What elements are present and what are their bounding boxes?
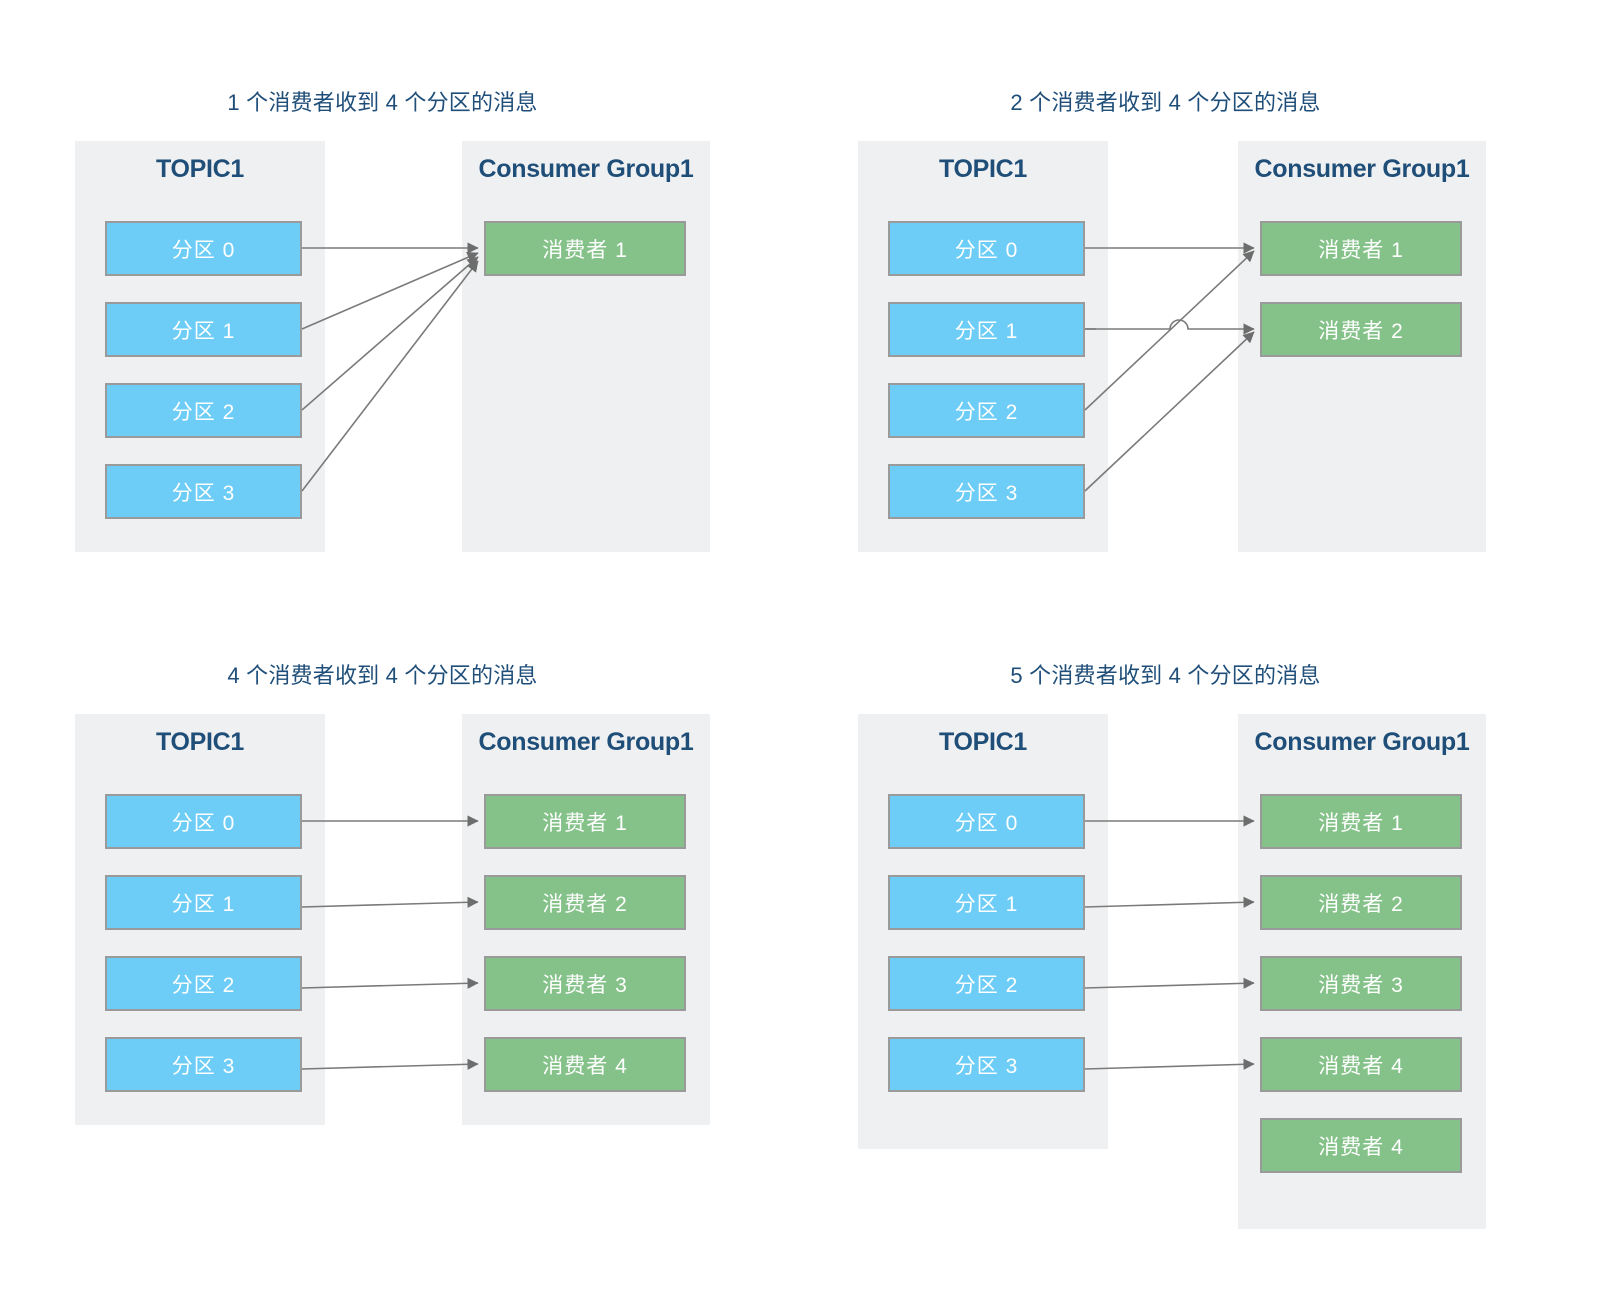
partition-box[interactable]: 分区 3 [888, 1037, 1085, 1092]
partition-box[interactable]: 分区 1 [888, 302, 1085, 357]
edge-p2-c3 [1084, 977, 1255, 989]
consumer-group-panel-title: Consumer Group1 [478, 728, 694, 756]
partition-label: 分区 3 [171, 1054, 236, 1078]
partition-box[interactable]: 分区 1 [888, 875, 1085, 930]
partition-label: 分区 1 [954, 892, 1019, 916]
partition-label: 分区 1 [954, 319, 1019, 343]
partition-box[interactable]: 分区 1 [105, 302, 302, 357]
consumer-label: 消费者 1 [1318, 811, 1404, 835]
topic-panel: TOPIC1 分区 0 分区 1 分区 2 分区 3 [75, 141, 325, 552]
consumer-group-panel: Consumer Group1 消费者 1 消费者 2 [1238, 141, 1486, 552]
edge-p1-c2-with-hop [1085, 319, 1255, 335]
edge-p1-c2 [1084, 896, 1255, 908]
partition-label: 分区 0 [954, 811, 1019, 835]
consumer-box[interactable]: 消费者 2 [484, 875, 686, 930]
consumer-box[interactable]: 消费者 1 [484, 794, 686, 849]
partition-box[interactable]: 分区 0 [888, 221, 1085, 276]
topic-panel-title: TOPIC1 [155, 728, 245, 756]
partition-label: 分区 2 [954, 400, 1019, 424]
partition-label: 分区 2 [954, 973, 1019, 997]
topic-panel: TOPIC1 分区 0 分区 1 分区 2 分区 3 [858, 714, 1108, 1149]
diagram-title: 1 个消费者收到 4 个分区的消息 [227, 90, 538, 115]
consumer-box[interactable]: 消费者 4 [484, 1037, 686, 1092]
edge-p2-c1 [301, 256, 479, 411]
partition-label: 分区 2 [171, 973, 236, 997]
consumer-label: 消费者 2 [1318, 892, 1404, 916]
consumer-label: 消费者 4 [542, 1054, 628, 1078]
partition-label: 分区 1 [171, 892, 236, 916]
consumer-box[interactable]: 消费者 4 [1260, 1037, 1462, 1092]
consumer-box[interactable]: 消费者 2 [1260, 302, 1462, 357]
partition-box[interactable]: 分区 0 [888, 794, 1085, 849]
consumer-group-panel-title: Consumer Group1 [478, 155, 694, 183]
diagram-title: 2 个消费者收到 4 个分区的消息 [1010, 90, 1321, 115]
diagram-one-consumer: 1 个消费者收到 4 个分区的消息 TOPIC1 分区 0 分区 1 分区 2 … [0, 85, 785, 565]
partition-label: 分区 0 [171, 238, 236, 262]
consumer-label: 消费者 4 [1318, 1054, 1404, 1078]
partition-box[interactable]: 分区 1 [105, 875, 302, 930]
edge-p3-c4 [301, 1058, 479, 1070]
consumer-group-panel-title: Consumer Group1 [1254, 155, 1470, 183]
diagram-two-consumers: 2 个消费者收到 4 个分区的消息 TOPIC1 分区 0 分区 1 分区 2 … [783, 85, 1568, 565]
consumer-group-panel: Consumer Group1 消费者 1 消费者 2 消费者 3 消费者 4 … [1238, 714, 1486, 1229]
consumer-box[interactable]: 消费者 1 [484, 221, 686, 276]
consumer-group-panel: Consumer Group1 消费者 1 [462, 141, 710, 552]
consumer-label: 消费者 4 [1318, 1135, 1404, 1159]
edge-p3-c1 [301, 260, 479, 492]
topic-panel: TOPIC1 分区 0 分区 1 分区 2 分区 3 [858, 141, 1108, 552]
diagram-title: 4 个消费者收到 4 个分区的消息 [227, 663, 538, 688]
partition-label: 分区 3 [954, 1054, 1019, 1078]
edge-p1-c2 [301, 896, 479, 908]
topic-panel-title: TOPIC1 [938, 155, 1028, 183]
consumer-box[interactable]: 消费者 3 [1260, 956, 1462, 1011]
edge-p1-c1 [301, 252, 479, 330]
partition-label: 分区 0 [954, 238, 1019, 262]
topic-panel: TOPIC1 分区 0 分区 1 分区 2 分区 3 [75, 714, 325, 1125]
partition-box[interactable]: 分区 3 [888, 464, 1085, 519]
partition-box[interactable]: 分区 0 [105, 221, 302, 276]
partition-box[interactable]: 分区 0 [105, 794, 302, 849]
partition-box[interactable]: 分区 2 [888, 956, 1085, 1011]
consumer-group-panel: Consumer Group1 消费者 1 消费者 2 消费者 3 消费者 4 [462, 714, 710, 1125]
consumer-box[interactable]: 消费者 3 [484, 956, 686, 1011]
partition-label: 分区 0 [171, 811, 236, 835]
partition-label: 分区 3 [954, 481, 1019, 505]
partition-box[interactable]: 分区 3 [105, 464, 302, 519]
consumer-label: 消费者 1 [542, 238, 628, 262]
consumer-group-panel-title: Consumer Group1 [1254, 728, 1470, 756]
consumer-label: 消费者 1 [542, 811, 628, 835]
consumer-box[interactable]: 消费者 2 [1260, 875, 1462, 930]
partition-box[interactable]: 分区 2 [105, 956, 302, 1011]
partition-box[interactable]: 分区 2 [105, 383, 302, 438]
consumer-label: 消费者 3 [542, 973, 628, 997]
partition-label: 分区 3 [171, 481, 236, 505]
topic-panel-title: TOPIC1 [938, 728, 1028, 756]
consumer-label: 消费者 2 [1318, 319, 1404, 343]
diagram-four-consumers: 4 个消费者收到 4 个分区的消息 TOPIC1 分区 0 分区 1 分区 2 … [0, 658, 785, 1188]
partition-box[interactable]: 分区 2 [888, 383, 1085, 438]
edge-p3-c4 [1084, 1058, 1255, 1070]
consumer-label: 消费者 3 [1318, 973, 1404, 997]
partition-label: 分区 1 [171, 319, 236, 343]
partition-label: 分区 2 [171, 400, 236, 424]
edge-p3-c2 [1084, 331, 1255, 492]
diagram-five-consumers: 5 个消费者收到 4 个分区的消息 TOPIC1 分区 0 分区 1 分区 2 … [783, 658, 1568, 1268]
consumer-label: 消费者 1 [1318, 238, 1404, 262]
topic-panel-title: TOPIC1 [155, 155, 245, 183]
partition-box[interactable]: 分区 3 [105, 1037, 302, 1092]
consumer-label: 消费者 2 [542, 892, 628, 916]
edge-p2-c3 [301, 977, 479, 989]
consumer-box[interactable]: 消费者 1 [1260, 794, 1462, 849]
edge-p2-c1 [1084, 250, 1255, 411]
consumer-box[interactable]: 消费者 1 [1260, 221, 1462, 276]
diagram-title: 5 个消费者收到 4 个分区的消息 [1010, 663, 1321, 688]
consumer-box[interactable]: 消费者 4 [1260, 1118, 1462, 1173]
